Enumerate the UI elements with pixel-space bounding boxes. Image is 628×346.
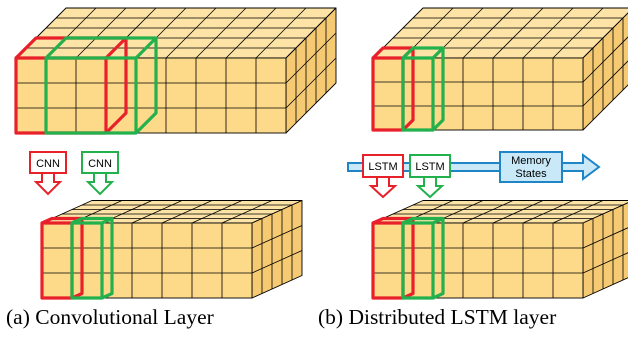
grid-line: [462, 200, 514, 224]
highlight-side: [134, 38, 158, 135]
caption-distributed-lstm-layer: (b) Distributed LSTM layer: [318, 305, 557, 329]
highlight-green-column: [70, 216, 114, 300]
block-front-face: [15, 57, 287, 134]
block-b-input: [372, 7, 628, 131]
highlight-side: [432, 218, 445, 300]
block-b-output: [372, 200, 628, 299]
caption-convolutional-layer: (a) Convolutional Layer: [6, 305, 214, 329]
down-arrow-icon: [415, 176, 445, 199]
highlight-green-column: [401, 216, 445, 300]
grid-line: [552, 7, 604, 59]
grid-line: [191, 200, 243, 224]
lstm-op-left: LSTM: [362, 154, 404, 199]
highlight-green-window: [44, 36, 158, 135]
highlights-layer: [14, 36, 445, 300]
highlight-top: [44, 36, 158, 60]
blocks-layer: [15, 7, 628, 299]
grid-line: [161, 200, 213, 224]
cnn-op-left: CNN: [29, 151, 67, 196]
down-arrow-icon: [85, 172, 115, 196]
highlight-front: [44, 56, 138, 135]
memory-label-line1: Memory: [511, 155, 551, 167]
block-front-face: [372, 222, 584, 299]
block-front-face: [372, 57, 584, 131]
grid-line: [552, 200, 604, 224]
operations-layer: CNN CNN Memory States LSTM LSTM: [29, 151, 601, 199]
grid-line: [195, 7, 247, 59]
grid-line: [165, 7, 217, 59]
grid-line: [251, 225, 303, 249]
down-arrow-icon: [33, 172, 63, 196]
lstm-label-left: LSTM: [368, 161, 397, 173]
grid-line: [492, 200, 544, 224]
memory-label-line2: States: [515, 168, 547, 180]
grid-line: [522, 7, 574, 59]
grid-line: [582, 60, 628, 107]
grid-line: [225, 7, 277, 59]
highlight-front: [401, 56, 435, 132]
memory-states-box: [499, 151, 563, 183]
highlight-side: [101, 218, 114, 300]
highlight-top: [401, 46, 445, 60]
highlight-top: [402, 216, 445, 225]
lstm-label-right: LSTM: [415, 161, 444, 173]
highlight-side: [401, 48, 415, 132]
block-top-face: [15, 7, 337, 59]
cnn-label-right: CNN: [88, 158, 112, 170]
cnn-op-right: CNN: [81, 151, 119, 196]
highlight-front: [401, 221, 435, 300]
lstm-op-right: LSTM: [409, 154, 451, 199]
grid-line: [285, 57, 337, 109]
grid-line: [285, 32, 337, 84]
highlight-top: [71, 216, 114, 225]
grid-line: [582, 252, 628, 274]
grid-line: [582, 36, 628, 83]
grid-line: [255, 7, 307, 59]
grid-line: [75, 7, 127, 59]
highlight-side: [104, 38, 128, 135]
grid-line: [221, 200, 273, 224]
grid-line: [492, 7, 544, 59]
down-arrow-icon: [368, 176, 398, 199]
grid-line: [131, 200, 183, 224]
block-a-output: [41, 200, 303, 299]
cnn-label-left: CNN: [36, 158, 60, 170]
grid-line: [462, 7, 514, 59]
block-front-face: [41, 222, 253, 299]
highlight-side: [431, 48, 445, 132]
grid-line: [582, 227, 628, 249]
grid-line: [251, 250, 303, 274]
block-a-input: [15, 7, 337, 134]
highlight-green-column: [401, 46, 445, 132]
grid-line: [522, 200, 574, 224]
highlight-front: [70, 221, 104, 300]
